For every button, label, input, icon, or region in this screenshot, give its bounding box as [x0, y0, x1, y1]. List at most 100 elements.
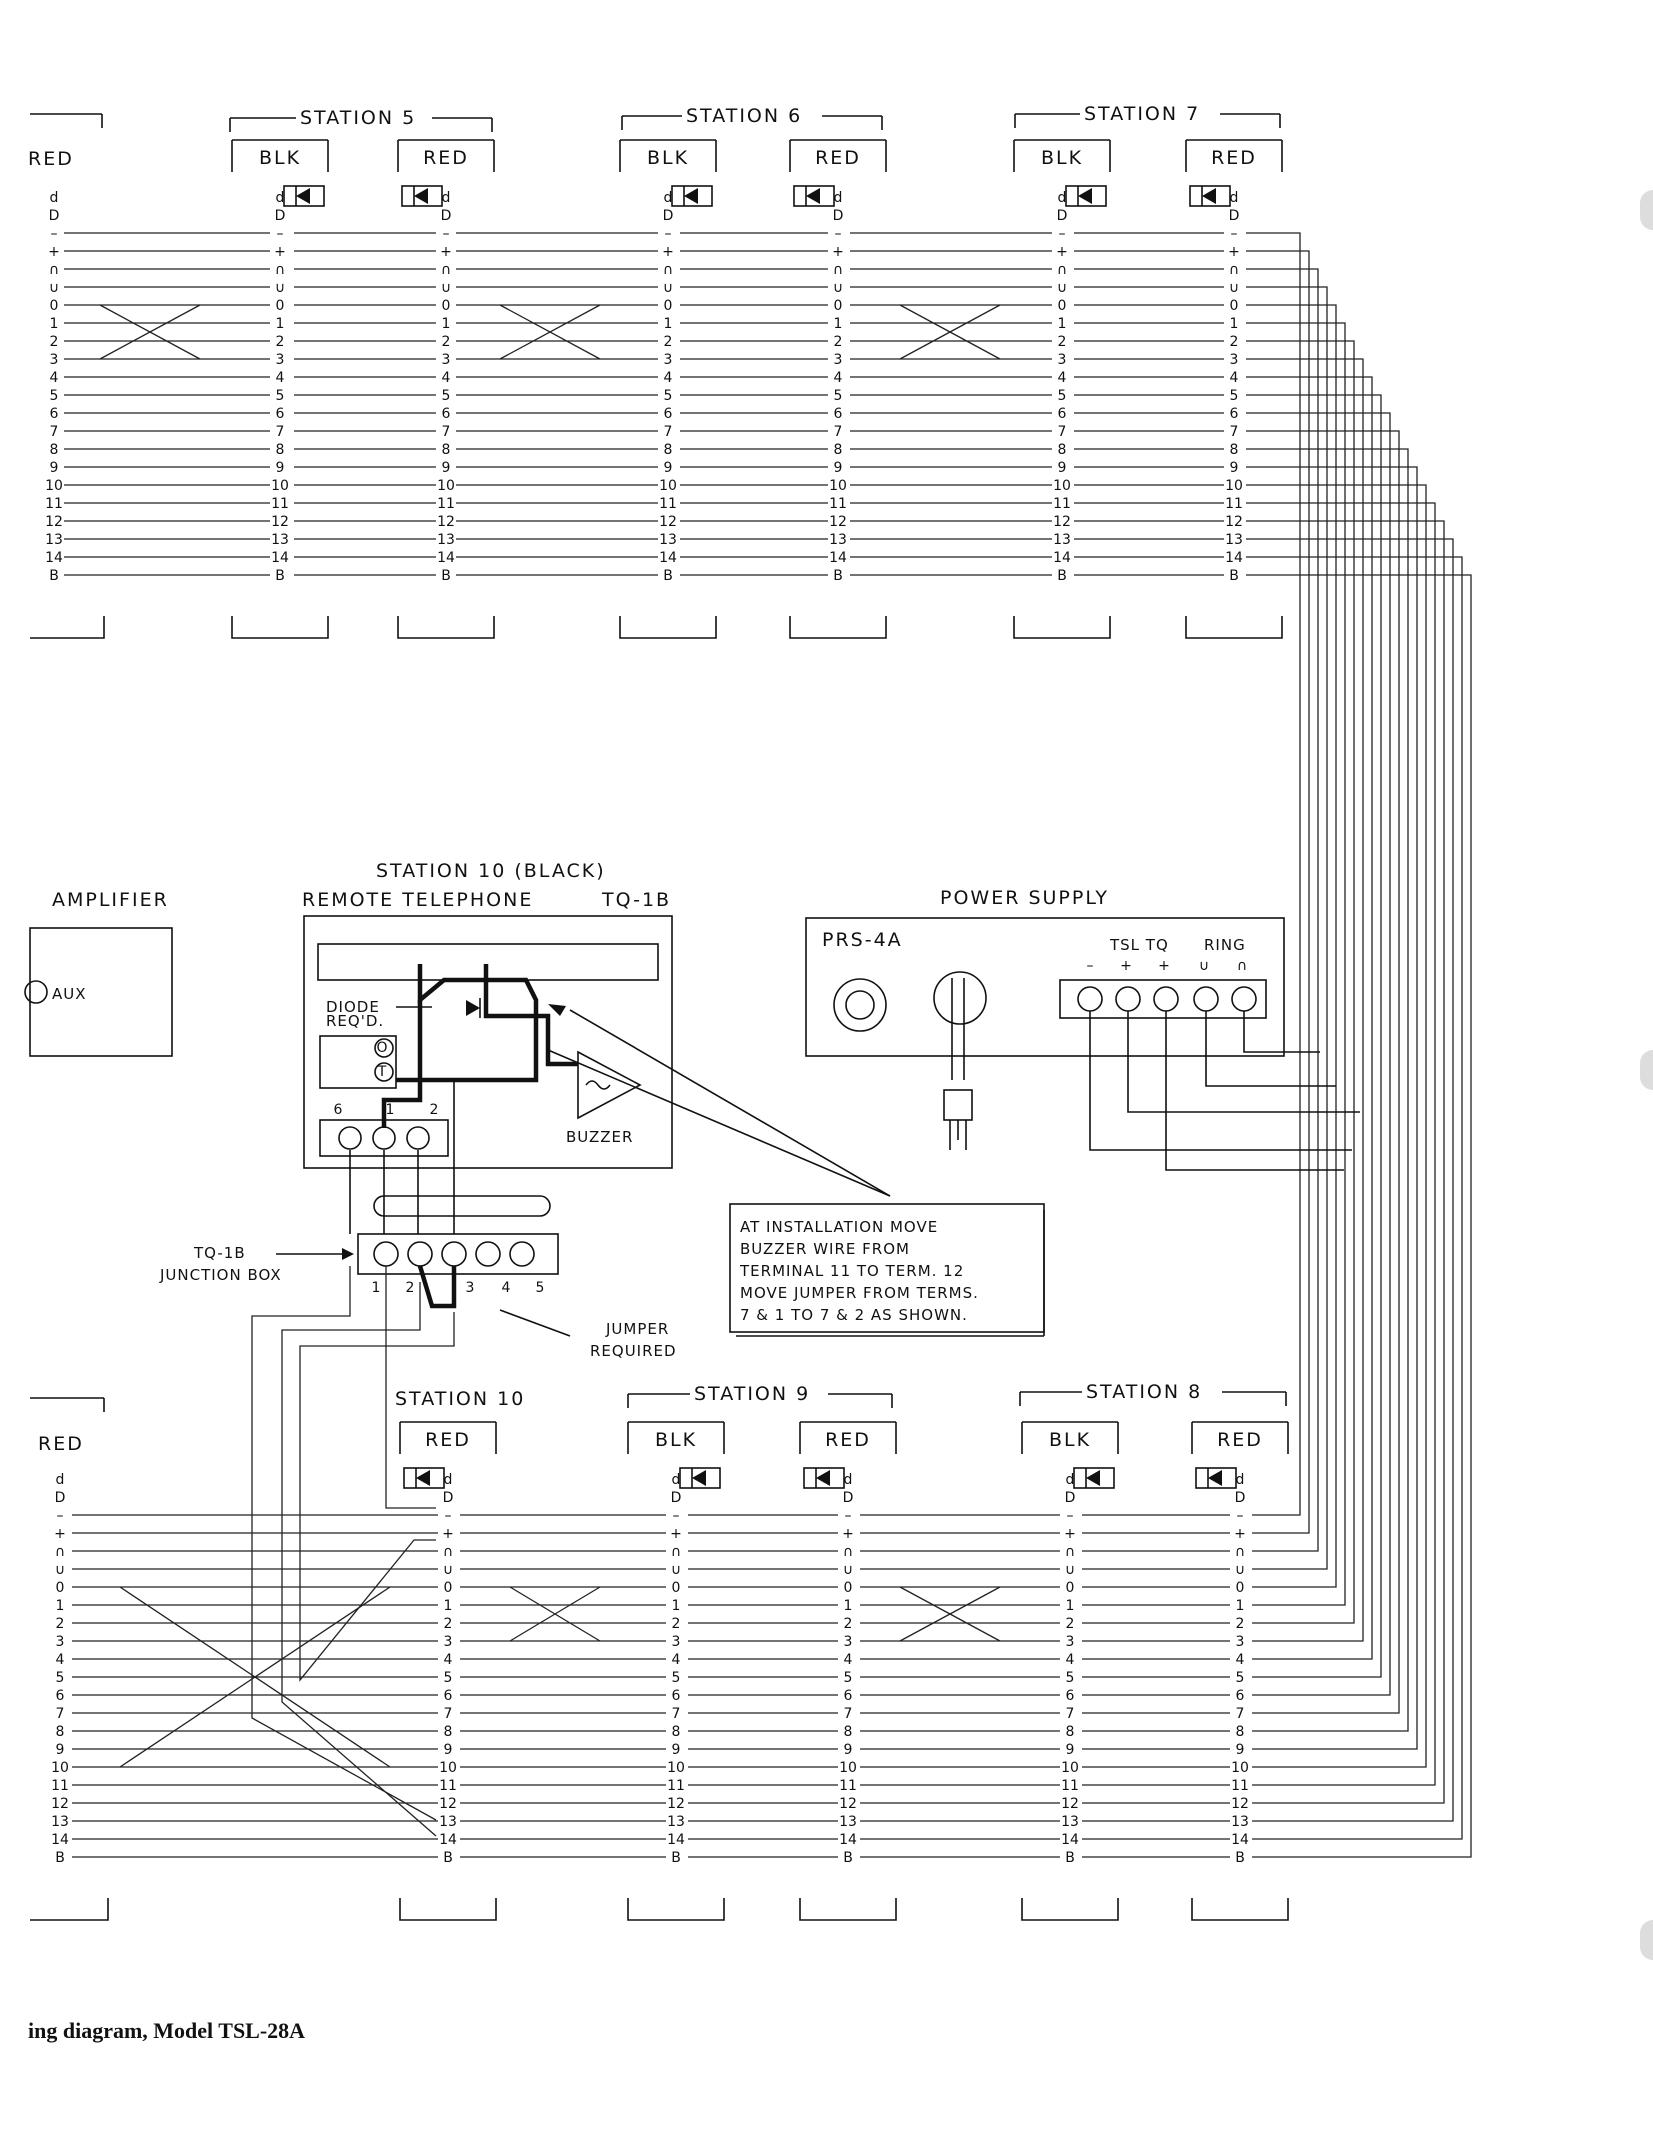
station-10-model: TQ-1B: [601, 889, 671, 911]
terminal-label: 10: [51, 1760, 69, 1776]
terminal-label: 3: [1058, 352, 1067, 368]
note-line-2: BUZZER WIRE FROM: [740, 1240, 910, 1258]
terminal-label: ∪: [1229, 280, 1239, 296]
terminal-label: ∪: [1235, 1562, 1245, 1578]
note-line-4: MOVE JUMPER FROM TERMS.: [740, 1284, 979, 1302]
terminal-label: 5: [672, 1670, 681, 1686]
terminal-label: 7: [442, 424, 451, 440]
terminal-label: 12: [1225, 514, 1243, 530]
installation-note: AT INSTALLATION MOVE BUZZER WIRE FROM TE…: [547, 1004, 1045, 1337]
t-terminal-label: T: [377, 1064, 387, 1080]
bus-wire: [1246, 448, 1409, 1732]
terminal-label: 12: [659, 514, 677, 530]
diode-label-line-1: DIODE: [326, 998, 380, 1016]
terminal-label: 11: [829, 496, 847, 512]
terminal-label: 0: [664, 298, 673, 314]
note-line-3: TERMINAL 11 TO TERM. 12: [739, 1262, 964, 1280]
terminal-label: 9: [672, 1742, 681, 1758]
aux-label: AUX: [52, 985, 87, 1003]
terminal-label: 11: [45, 496, 63, 512]
terminal-label: D: [275, 208, 286, 224]
terminal-label: ∪: [1065, 1562, 1075, 1578]
telephone-box-outline: [303, 915, 673, 1169]
terminal-label: 8: [50, 442, 59, 458]
diode-symbol: [806, 188, 820, 204]
diode-box: [679, 1467, 721, 1489]
terminal-label: 14: [659, 550, 677, 566]
terminal-label: 0: [276, 298, 285, 314]
binder-hole: [1640, 190, 1653, 230]
terminal-label: 2: [1236, 1616, 1245, 1632]
terminal-label: 5: [50, 388, 59, 404]
diode-symbol: [1202, 188, 1216, 204]
terminal-label: 3: [444, 1634, 453, 1650]
terminal-label: 14: [667, 1832, 685, 1848]
terminal-label: 12: [51, 1796, 69, 1812]
terminal-label: +: [1228, 244, 1240, 260]
terminal-label: 8: [442, 442, 451, 458]
terminal-label: 12: [1231, 1796, 1249, 1812]
terminal-label: 11: [1061, 1778, 1079, 1794]
terminal-label: 5: [444, 1670, 453, 1686]
terminal-label: 13: [1225, 532, 1243, 548]
left-top-block-label: RED: [28, 148, 74, 170]
station-10-telephone: STATION 10 (BLACK) REMOTE TELEPHONE TQ-1…: [302, 860, 673, 1169]
ps-sign-plus-2: +: [1158, 958, 1170, 974]
terminal-label: 1: [844, 1598, 853, 1614]
bus-wiring: [1246, 232, 1472, 1858]
terminal-label: D: [443, 1490, 454, 1506]
terminal-label: 0: [1230, 298, 1239, 314]
terminal-label: 6: [1066, 1688, 1075, 1704]
terminal-label: 4: [442, 370, 451, 386]
terminal-label: 0: [1058, 298, 1067, 314]
terminal-label: 12: [271, 514, 289, 530]
terminal-label: 1: [1236, 1598, 1245, 1614]
station-6-title: STATION 6: [686, 105, 802, 127]
terminal-label: 10: [439, 1760, 457, 1776]
terminal-label: 4: [276, 370, 285, 386]
terminal-label: 8: [844, 1724, 853, 1740]
diode-box: [401, 185, 443, 207]
terminal-label: D: [1229, 208, 1240, 224]
terminal-label: ∪: [843, 1562, 853, 1578]
terminal-label: 7: [56, 1706, 65, 1722]
terminal-label: 8: [1236, 1724, 1245, 1740]
diode-symbol: [296, 188, 310, 204]
terminal-label: –: [1237, 1508, 1244, 1524]
terminal-label: 11: [659, 496, 677, 512]
terminal-label: 1: [276, 316, 285, 332]
terminal-label: 7: [1230, 424, 1239, 440]
binder-hole: [1640, 1920, 1653, 1960]
junction-box-label-1: TQ-1B: [193, 1244, 246, 1262]
terminal-label: ∩: [443, 1544, 453, 1560]
diode-box: [793, 185, 835, 207]
lower-terminal-1: 1: [386, 1102, 395, 1118]
terminal-label: 14: [1225, 550, 1243, 566]
terminal-label: 2: [834, 334, 843, 350]
terminal-label: –: [673, 1508, 680, 1524]
station-8-header: STATION 8: [1019, 1381, 1287, 1406]
terminal-label: 7: [664, 424, 673, 440]
terminal-label: 4: [50, 370, 59, 386]
terminal-label: ∪: [663, 280, 673, 296]
terminal-label: 0: [834, 298, 843, 314]
terminal-label: d: [844, 1472, 853, 1488]
terminal-label: 4: [1058, 370, 1067, 386]
terminal-label: 1: [50, 316, 59, 332]
terminal-label: –: [665, 226, 672, 242]
terminal-label: D: [49, 208, 60, 224]
terminal-label: 14: [1061, 1832, 1079, 1848]
terminal-label: 5: [1058, 388, 1067, 404]
left-partial-bottom-header: [30, 1397, 105, 1412]
terminal-label: 7: [844, 1706, 853, 1722]
terminal-label: D: [55, 1490, 66, 1506]
terminal-label: B: [441, 568, 451, 584]
terminal-label: ∩: [55, 1544, 65, 1560]
terminal-label: +: [1064, 1526, 1076, 1542]
bus-wire: [1246, 394, 1382, 1678]
terminal-label: 14: [829, 550, 847, 566]
